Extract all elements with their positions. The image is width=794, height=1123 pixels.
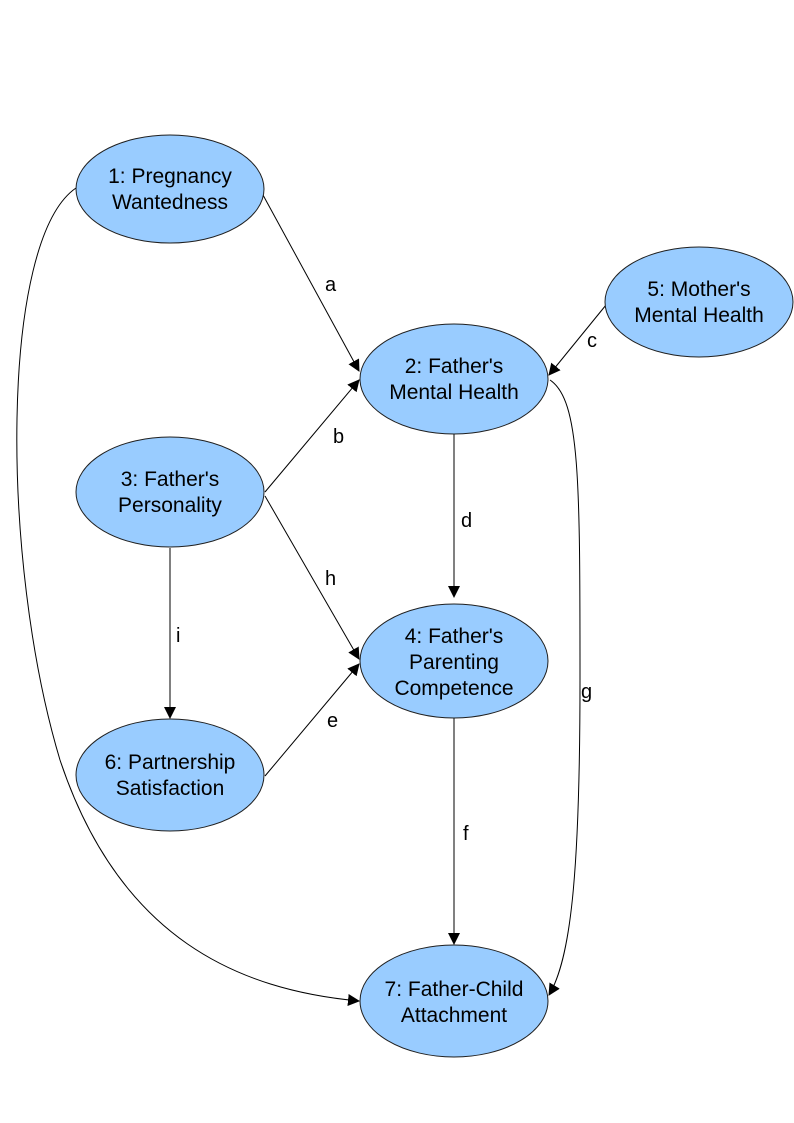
node-4-fathers-parenting-competence: 4: Father's Parenting Competence [359,603,549,719]
edge-h-label: h [325,568,336,590]
edge-c-label: c [587,330,597,352]
edge-c-line [548,304,607,376]
node-1-label-line1: 1: Pregnancy [108,165,232,188]
edge-e-label: e [327,710,338,732]
node-4-label-line1: 4: Father's [405,625,504,648]
node-6-ellipse [75,718,265,832]
node-2-ellipse [359,323,549,435]
node-3-fathers-personality: 3: Father's Personality [75,436,265,548]
edge-d-label: d [461,510,472,532]
edge-e-line [264,663,360,777]
node-4-label-line3: Competence [394,677,513,700]
node-4-label-line2: Parenting [409,651,499,674]
edge-e: e [264,663,360,777]
edge-c: c [548,304,607,376]
node-4-ellipse [359,603,549,719]
node-5-label-line2: Mental Health [634,304,764,327]
node-7-father-child-attachment: 7: Father-Child Attachment [359,944,549,1058]
edge-f-label: f [463,823,469,845]
node-5-ellipse [604,246,794,358]
edge-i: i [164,548,180,719]
node-1-pregnancy-wantedness: 1: Pregnancy Wantedness [75,134,265,244]
edge-h: h [264,495,360,660]
node-6-label-line1: 6: Partnership [105,751,236,774]
node-6-label-line2: Satisfaction [116,777,225,800]
node-2-label-line1: 2: Father's [405,355,504,378]
node-5-label-line1: 5: Mother's [647,278,750,301]
node-2-label-line2: Mental Health [389,381,519,404]
node-2-fathers-mental-health: 2: Father's Mental Health [359,323,549,435]
edge-g-line [548,379,581,996]
edge-1-to-7 [16,187,360,1006]
node-5-mothers-mental-health: 5: Mother's Mental Health [604,246,794,358]
edge-b-label: b [333,426,344,448]
edge-d: d [448,434,472,598]
node-6-partnership-satisfaction: 6: Partnership Satisfaction [75,718,265,832]
edge-f: f [448,718,469,945]
node-1-ellipse [75,134,265,244]
edge-a-line [262,194,360,372]
node-3-label-line1: 3: Father's [121,468,220,491]
node-3-ellipse [75,436,265,548]
edge-g-label: g [581,681,592,703]
node-7-label-line1: 7: Father-Child [385,978,524,1001]
edge-g: g [548,379,592,996]
edge-h-line [264,495,360,660]
node-7-label-line2: Attachment [401,1004,507,1027]
node-1-label-line2: Wantedness [112,191,228,214]
edge-a: a [262,194,360,372]
edge-i-label: i [176,625,180,647]
edge-1-to-7-line [16,187,360,1006]
edge-a-label: a [325,274,337,296]
edge-b-line [264,379,360,493]
node-3-label-line2: Personality [118,494,222,517]
edge-b: b [264,379,360,493]
node-7-ellipse [359,944,549,1058]
